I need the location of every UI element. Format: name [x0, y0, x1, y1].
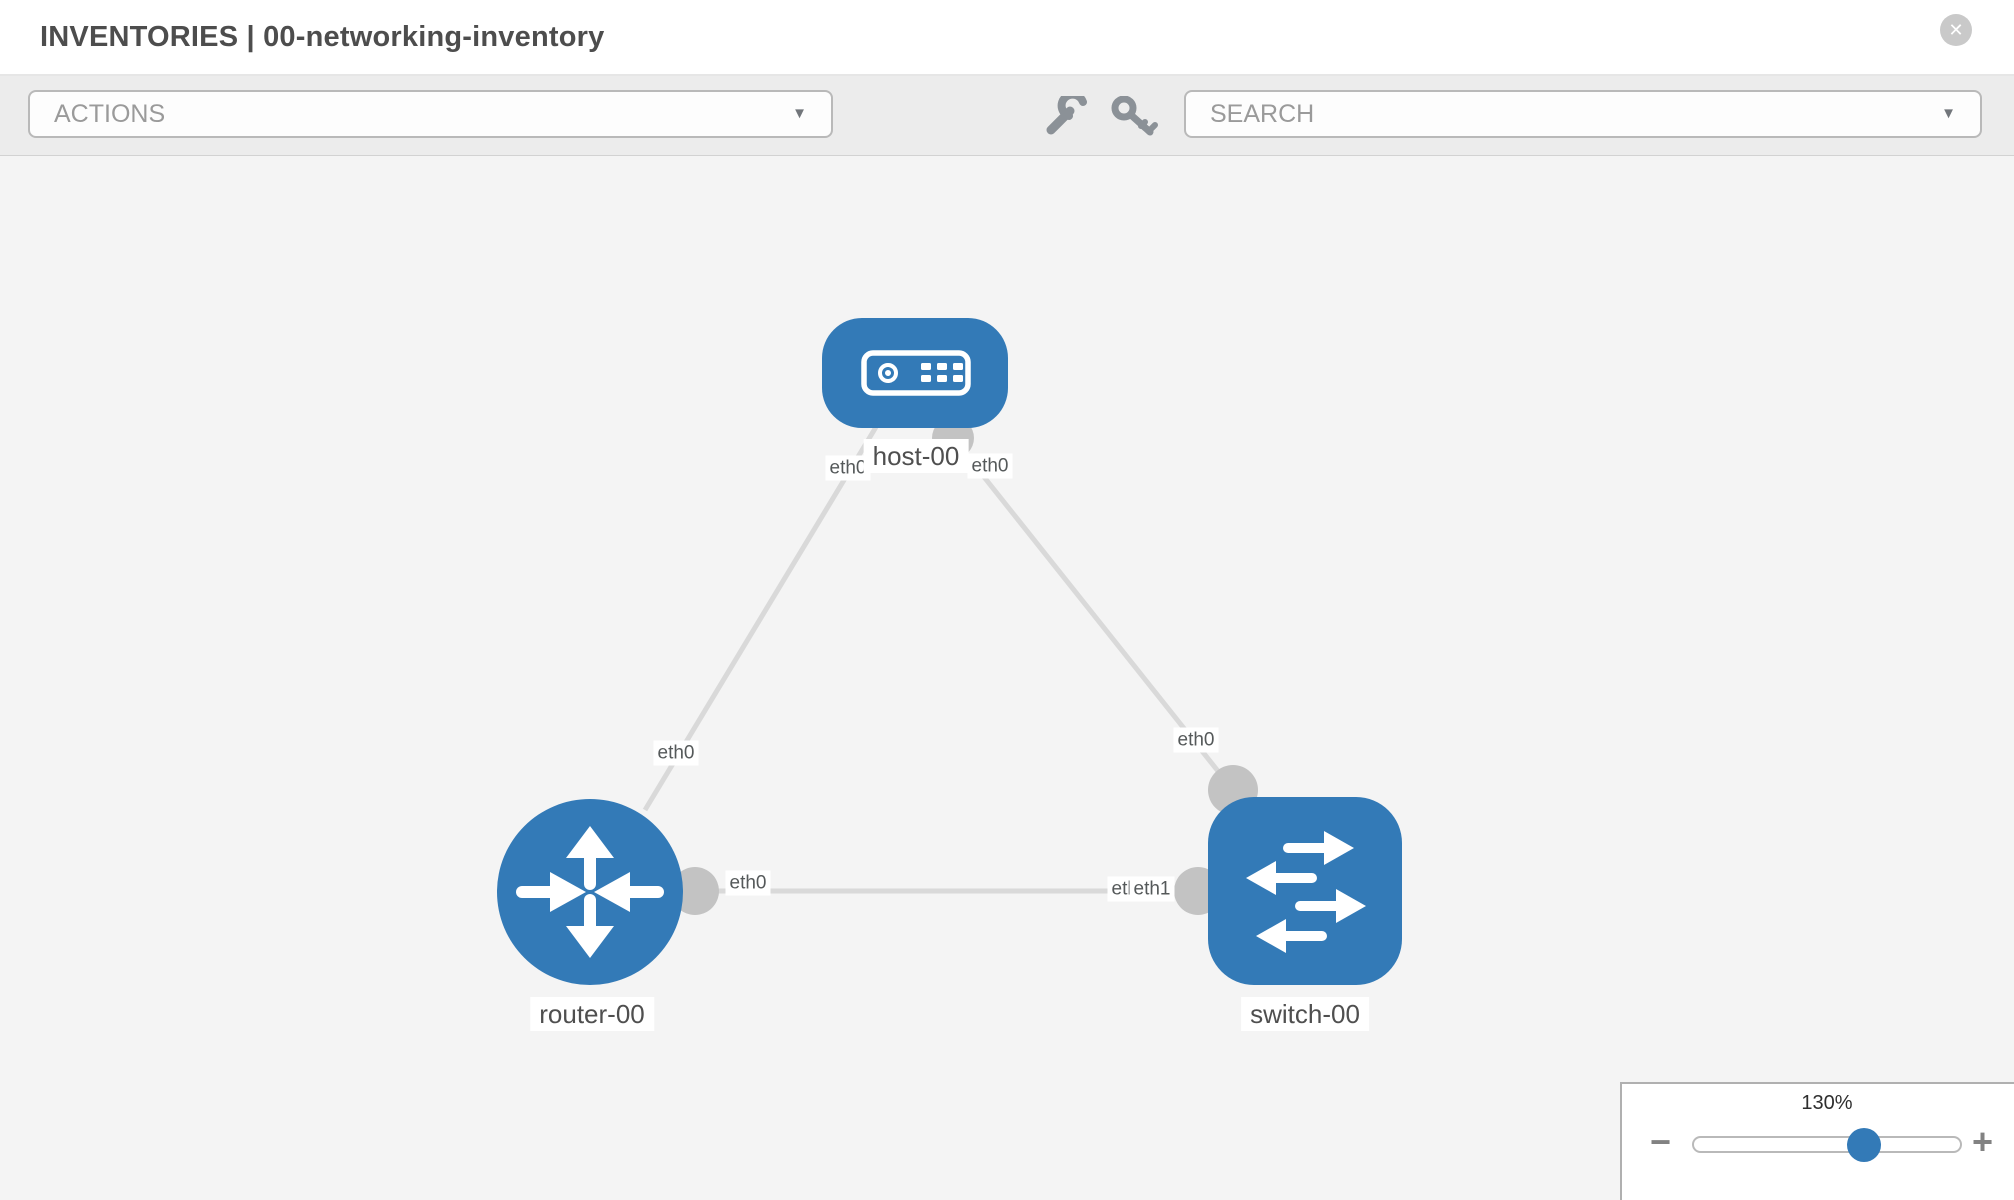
zoom-slider-thumb[interactable]	[1847, 1128, 1881, 1162]
header-bar: INVENTORIES | 00-networking-inventory ✕	[0, 0, 2014, 76]
actions-dropdown-label: ACTIONS	[54, 100, 166, 128]
node-switch-00[interactable]	[1208, 797, 1402, 985]
zoom-out-icon[interactable]: −	[1650, 1121, 1672, 1162]
iface-label-switch-eth0-top: eth0	[1173, 727, 1219, 753]
node-host-00[interactable]	[822, 318, 1008, 428]
search-dropdown-placeholder: SEARCH	[1210, 100, 1315, 128]
iface-label-switch-eth1: eth1	[1129, 876, 1175, 902]
zoom-in-icon[interactable]: +	[1972, 1121, 1994, 1162]
page-title: INVENTORIES | 00-networking-inventory	[40, 21, 605, 53]
node-label-host: host-00	[863, 439, 969, 473]
node-label-router: router-00	[530, 997, 654, 1031]
actions-dropdown[interactable]: ACTIONS ▼	[28, 90, 833, 138]
toolbar: ACTIONS ▼ SEARCH ▼	[0, 76, 2014, 156]
iface-label-host-eth0-right: eth0	[967, 453, 1013, 479]
iface-label-router-eth0-top: eth0	[653, 740, 699, 766]
caret-down-icon: ▼	[792, 105, 807, 122]
wrench-icon[interactable]	[1039, 96, 1095, 136]
node-router-00[interactable]	[497, 799, 683, 985]
zoom-level-value: 130%	[1801, 1092, 1853, 1114]
caret-down-icon: ▼	[1941, 105, 1956, 122]
router-icon	[516, 826, 664, 958]
switch-icon	[1246, 831, 1366, 953]
zoom-slider-track[interactable]	[1692, 1136, 1962, 1153]
key-icon[interactable]	[1108, 96, 1164, 136]
close-icon[interactable]: ✕	[1940, 14, 1972, 46]
zoom-control-panel: 130% − +	[1620, 1082, 2014, 1200]
search-dropdown[interactable]: SEARCH ▼	[1184, 90, 1982, 138]
iface-label-host-eth0-left: eth0	[825, 455, 871, 481]
iface-label-router-eth0-right: eth0	[725, 870, 771, 896]
port-router-eth0[interactable]	[671, 867, 719, 915]
node-label-switch: switch-00	[1241, 997, 1369, 1031]
host-icon	[861, 350, 971, 396]
